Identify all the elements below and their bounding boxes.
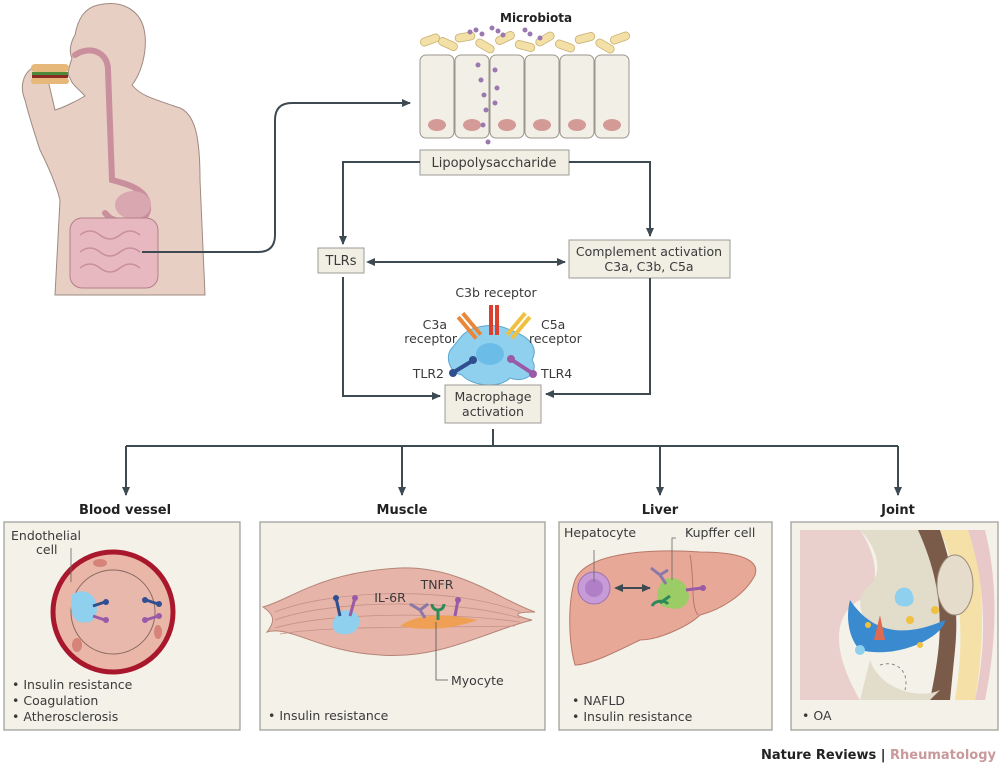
endothelial-label-2: cell	[36, 542, 58, 557]
c3a-receptor-label-1: C3a	[423, 317, 447, 332]
stomach	[115, 191, 151, 219]
intestinal-epithelium	[419, 54, 630, 139]
blood-vessel-bullet-2: • Coagulation	[12, 693, 98, 708]
tlr2-icon	[449, 356, 477, 377]
tlrs-box	[317, 247, 365, 274]
complement-line2: C3a, C3b, C5a	[604, 259, 693, 274]
blood-vessel-illustration	[50, 548, 176, 675]
il6r-label: IL-6R	[374, 590, 406, 605]
joint-bullet-1: • OA	[802, 708, 832, 723]
human-figure	[21, 3, 206, 296]
journal-separator: |	[876, 748, 891, 763]
gut-to-microbiota-arrow	[142, 99, 411, 253]
liver-bullet-2: • Insulin resistance	[572, 709, 693, 724]
journal-credit: Nature Reviews | Rheumatology	[761, 748, 996, 763]
muscle-fiber-illustration	[261, 567, 536, 681]
journal-name: Nature Reviews	[761, 748, 877, 763]
c3a-receptor-label-2: receptor	[404, 331, 458, 346]
lipopolysaccharide-label: Lipopolysaccharide	[431, 156, 556, 171]
c3a-receptor-icon	[456, 311, 483, 340]
panel-title-liver: Liver	[642, 503, 679, 518]
complement-line1: Complement activation	[576, 244, 722, 259]
tlr2-label: TLR2	[412, 366, 444, 381]
macrophage-cell	[447, 325, 535, 386]
macrophage-line2: activation	[462, 404, 524, 419]
c5a-receptor-icon	[505, 311, 532, 340]
tlrs-to-macrophage-arrow	[342, 277, 441, 400]
distribution-arrows	[122, 429, 902, 496]
myocyte-label: Myocyte	[451, 673, 504, 688]
lps-to-complement-arrow	[569, 161, 654, 237]
hepatocyte-label: Hepatocyte	[564, 525, 636, 540]
blood-vessel-bullet-1: • Insulin resistance	[12, 677, 133, 692]
c5a-receptor-label-1: C5a	[541, 317, 565, 332]
bacteria	[419, 31, 631, 54]
endothelial-label-1: Endothelial	[11, 528, 81, 543]
liver-bullet-1: • NAFLD	[572, 693, 625, 708]
journal-section: Rheumatology	[890, 748, 996, 763]
c3b-receptor-icon	[489, 305, 499, 335]
lipopolysaccharide-box	[419, 149, 570, 176]
tlr4-icon	[507, 355, 537, 378]
lps-particles	[467, 25, 543, 145]
c3b-receptor-label: C3b receptor	[455, 285, 537, 300]
burger-icon	[31, 64, 69, 84]
blood-vessel-bullet-3: • Atherosclerosis	[12, 709, 118, 724]
panel-title-joint: Joint	[880, 503, 915, 518]
complement-to-macrophage-arrow	[545, 278, 651, 398]
tlrs-label: TLRs	[325, 254, 357, 269]
tnfr-label: TNFR	[420, 577, 454, 592]
macrophage-activation-box	[444, 384, 542, 424]
joint-illustration	[800, 530, 995, 700]
tlr4-label: TLR4	[540, 366, 572, 381]
lps-to-tlrs-arrow	[339, 161, 420, 245]
panel-title-muscle: Muscle	[377, 503, 428, 518]
muscle-bullet-1: • Insulin resistance	[268, 708, 389, 723]
liver-illustration	[569, 537, 757, 666]
macrophage-line1: Macrophage	[455, 389, 532, 404]
kupffer-cell-label: Kupffer cell	[685, 525, 755, 540]
c5a-receptor-label-2: receptor	[529, 331, 583, 346]
microbiota-title: Microbiota	[500, 11, 572, 25]
panel-title-blood-vessel: Blood vessel	[79, 503, 171, 518]
